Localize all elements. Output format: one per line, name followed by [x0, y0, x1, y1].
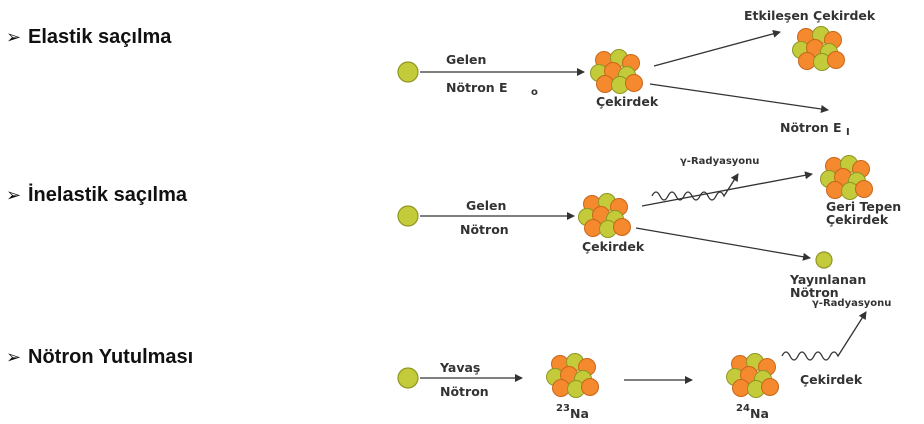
scattered-energy-subscript: I [846, 127, 850, 138]
recoil-label-line1: Geri Tepen [826, 199, 901, 214]
recoil-nucleus [820, 155, 873, 200]
elastic-scattering-diagram: Gelen Nötron E o Çekirdek Etkileşen Çeki… [397, 8, 876, 138]
recoil-arrow [653, 29, 781, 67]
incoming-neutron [397, 205, 419, 227]
bullet-inelastic-label: İnelastik saçılma [28, 184, 187, 206]
gamma-label: γ-Radyasyonu [812, 298, 891, 309]
incoming-energy-subscript: o [531, 87, 538, 98]
right-element-symbol: Na [750, 406, 769, 421]
target-nucleus [578, 193, 631, 238]
incoming-label-bottom: Nötron [440, 384, 489, 399]
incoming-label-top: Yavaş [439, 360, 480, 375]
target-nucleus [590, 49, 643, 94]
bullet-elastic: ➢ Elastik saçılma [6, 26, 171, 49]
emitted-neutron [815, 251, 833, 269]
recoil-label-line2: Çekirdek [826, 212, 889, 227]
scattered-neutron-label: Nötron E [780, 120, 842, 135]
bullet-absorption: ➢ Nötron Yutulması [6, 346, 193, 369]
arrow-bullet-icon: ➢ [6, 27, 22, 48]
bullet-elastic-label: Elastik saçılma [28, 26, 172, 48]
bullet-inelastic: ➢ İnelastik saçılma [6, 184, 187, 207]
arrow-bullet-icon: ➢ [6, 347, 22, 368]
incoming-label-bottom: Nötron E [446, 80, 508, 95]
incoming-label-bottom: Nötron [460, 222, 509, 237]
gamma-label: γ-Radyasyonu [680, 156, 759, 167]
emitted-neutron-arrow [635, 227, 811, 261]
emitted-label-line1: Yayınlanan [789, 272, 866, 287]
gamma-ray-wave [651, 173, 739, 201]
gamma-ray-wave [781, 311, 867, 361]
right-mass-number: 24 [736, 403, 750, 414]
nucleus-label: Çekirdek [596, 94, 659, 109]
recoil-nucleus-label: Etkileşen Çekirdek [744, 8, 876, 23]
nucleus-label: Çekirdek [800, 372, 863, 387]
incoming-label-top: Gelen [446, 52, 486, 67]
recoil-nucleus [792, 26, 845, 71]
nucleus-label: Çekirdek [582, 239, 645, 254]
sodium-23-nucleus [546, 353, 599, 398]
bullet-absorption-label: Nötron Yutulması [28, 346, 194, 368]
inelastic-scattering-diagram: Gelen Nötron Çekirdek γ-Radyasyonu Geri … [397, 155, 901, 300]
emitted-label-line2: Nötron [790, 285, 839, 300]
incoming-neutron [397, 61, 419, 83]
recoil-arrow [641, 171, 813, 207]
left-element-symbol: Na [570, 406, 589, 421]
sodium-24-nucleus [726, 353, 779, 398]
incoming-label-top: Gelen [466, 198, 506, 213]
incoming-neutron [397, 367, 419, 389]
arrow-bullet-icon: ➢ [6, 185, 22, 206]
left-mass-number: 23 [556, 403, 570, 414]
neutron-capture-diagram: Yavaş Nötron 23 Na 24 Na Çekirdek γ-Rady… [397, 298, 891, 421]
scattered-neutron-arrow [649, 83, 829, 113]
